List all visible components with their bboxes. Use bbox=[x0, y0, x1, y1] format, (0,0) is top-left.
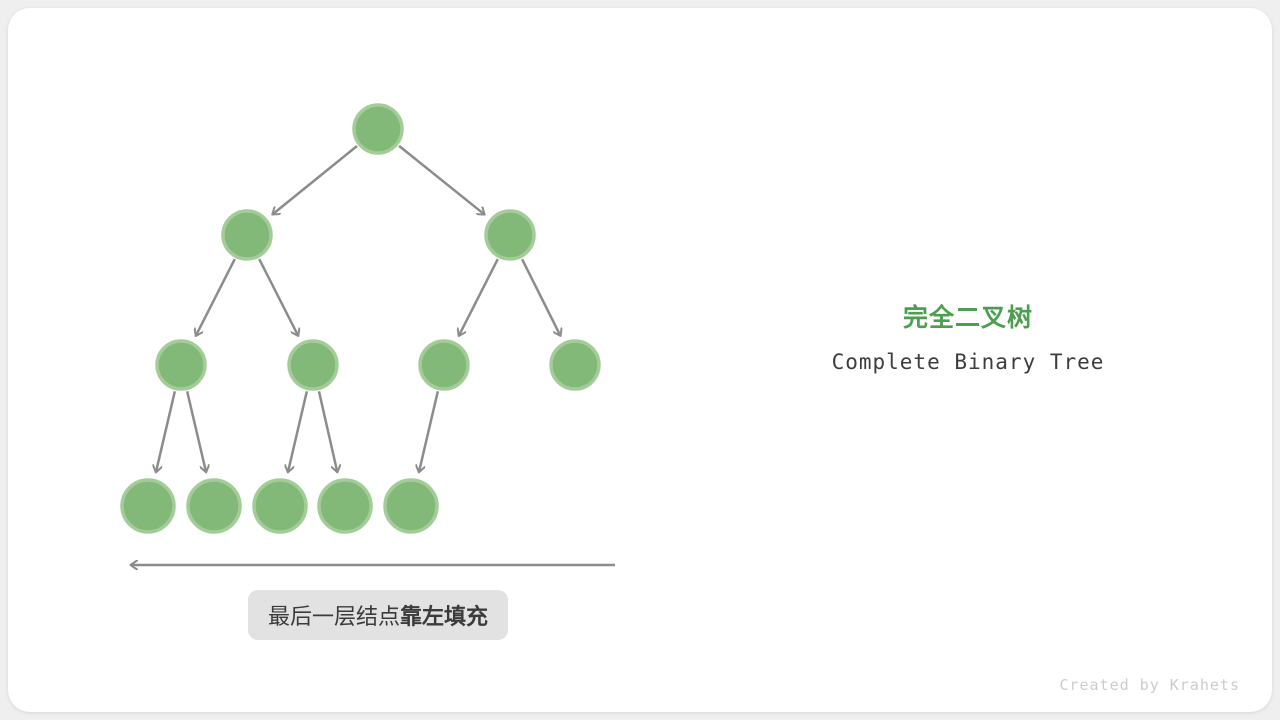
tree-edge bbox=[196, 258, 236, 335]
tree-node bbox=[383, 478, 439, 534]
tree-edge bbox=[185, 391, 206, 472]
tree-edge bbox=[398, 144, 484, 214]
tree-node bbox=[549, 339, 601, 391]
title-zh: 完全二叉树 bbox=[902, 304, 1033, 332]
tree-node bbox=[352, 103, 404, 155]
tree-edge bbox=[258, 258, 298, 335]
tree-edge bbox=[288, 391, 309, 472]
tree-node bbox=[317, 478, 373, 534]
tree-edge bbox=[156, 391, 177, 472]
tree-node bbox=[221, 209, 273, 261]
credit-text: Created by Krahets bbox=[1059, 676, 1240, 694]
tree-node bbox=[418, 339, 470, 391]
tree-node bbox=[155, 339, 207, 391]
tree-node bbox=[186, 478, 242, 534]
title-en: Complete Binary Tree bbox=[831, 350, 1105, 374]
tree-node bbox=[484, 209, 536, 261]
caption-bold: 靠左填充 bbox=[400, 604, 489, 629]
caption-box: 最后一层结点靠左填充 bbox=[247, 590, 509, 640]
tree-edge bbox=[459, 258, 499, 335]
title-block: 完全二叉树 Complete Binary Tree bbox=[818, 298, 1118, 374]
tree-edge bbox=[520, 258, 560, 335]
tree-edge bbox=[419, 391, 440, 472]
tree-node bbox=[120, 478, 176, 534]
tree-edge bbox=[273, 145, 358, 214]
canvas-card bbox=[8, 8, 1272, 712]
tree-edge bbox=[317, 391, 337, 472]
tree-node bbox=[287, 339, 339, 391]
caption-text: 最后一层结点 bbox=[267, 604, 400, 629]
tree-node bbox=[252, 478, 308, 534]
